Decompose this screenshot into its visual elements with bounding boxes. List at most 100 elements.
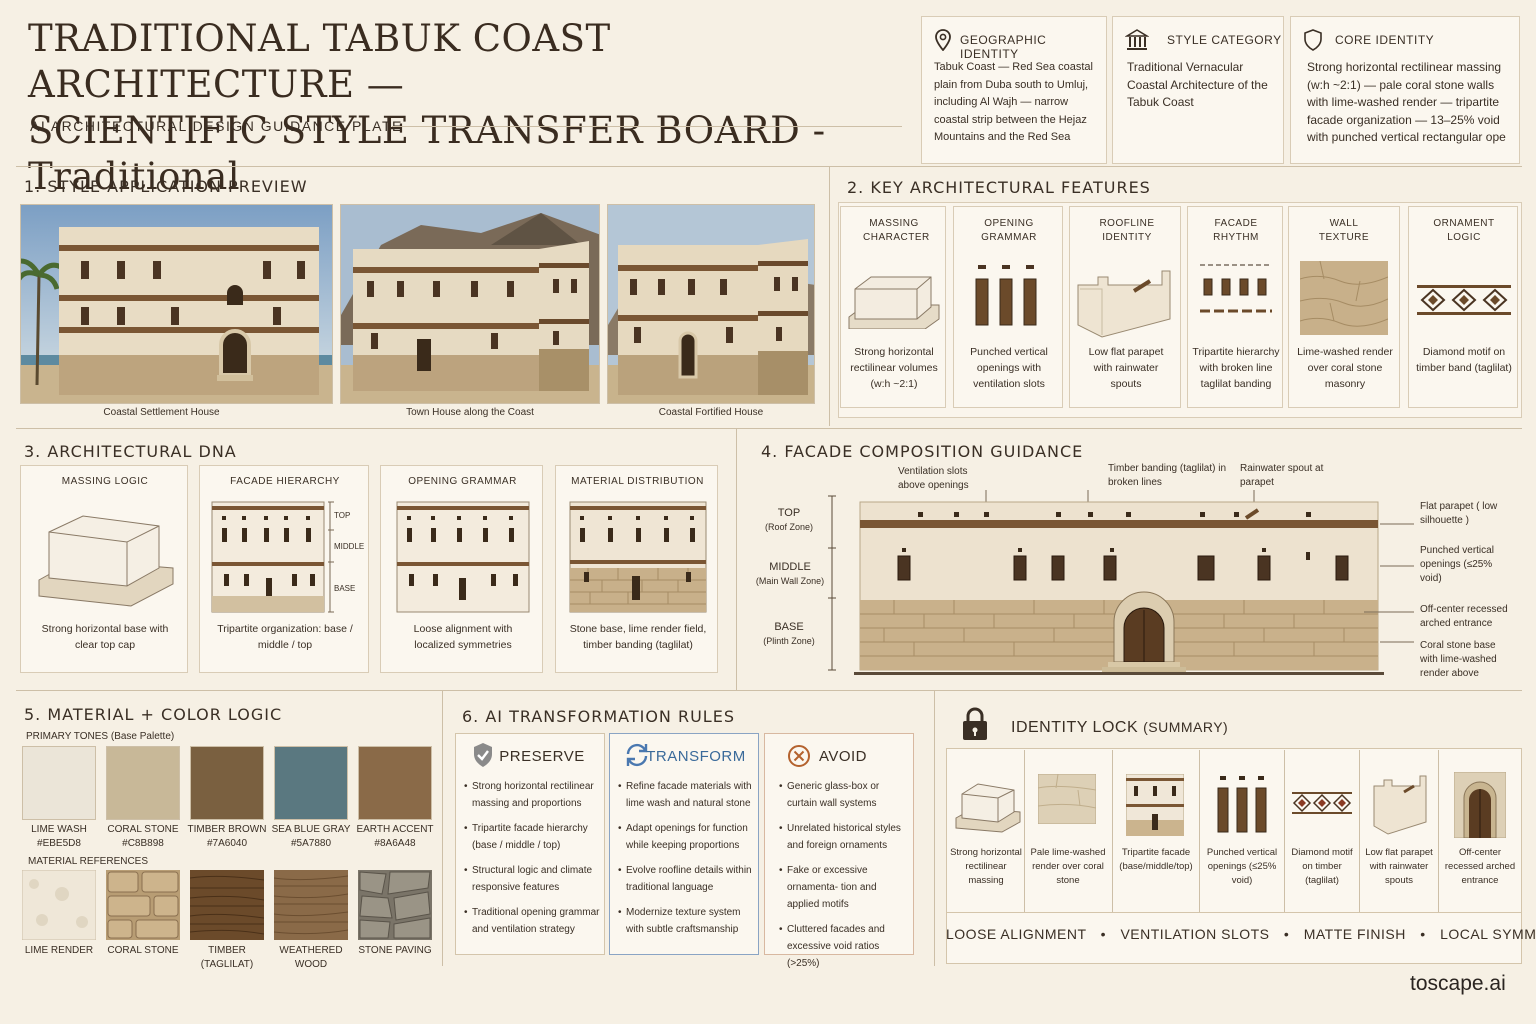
dna-title: OPENING GRAMMAR	[408, 476, 517, 487]
material-timber	[190, 870, 264, 940]
swatch-label: SEA BLUE GRAY#5A7880	[271, 824, 351, 849]
zone-sub: (Roof Zone)	[764, 522, 814, 532]
vertical-divider-top	[829, 166, 830, 426]
section-title-material-color: 5. MATERIAL + COLOR LOGIC	[24, 705, 283, 724]
identity-lock-title: IDENTITY LOCK (SUMMARY)	[1011, 719, 1228, 737]
rule-card-preserve: PRESERVE Strong horizontal rectilinear m…	[455, 733, 605, 955]
identity-tripartite-icon	[1126, 774, 1184, 836]
info-card-geographic: GEOGRAPHIC IDENTITY Tabuk Coast — Red Se…	[921, 16, 1107, 164]
texture-swatch-icon	[1300, 261, 1388, 335]
swatch-label: LIME WASH#EBE5D8	[31, 824, 87, 849]
rule-item: Traditional opening grammar and ventilat…	[464, 904, 602, 938]
zone-sub: (Plinth Zone)	[763, 636, 815, 646]
rule-card-avoid: AVOID Generic glass-box or curtain wall …	[764, 733, 914, 969]
material-elevation-icon	[569, 501, 707, 613]
dna-massing: MASSING LOGIC Strong horizontal base wit…	[20, 465, 188, 673]
preview-photo-coastal-settlement	[20, 204, 333, 404]
swatch-timber-brown	[190, 746, 264, 820]
building-render	[608, 205, 814, 403]
parapet-icon	[1077, 270, 1171, 338]
preview-photo-town-house	[340, 204, 600, 404]
material-coral-stone	[106, 870, 180, 940]
photo-caption: Coastal Settlement House	[103, 407, 220, 418]
info-card-style: STYLE CATEGORY Traditional Vernacular Co…	[1112, 16, 1284, 164]
info-card-title: GEOGRAPHIC IDENTITY	[960, 33, 1047, 61]
identity-sub: (SUMMARY)	[1143, 719, 1229, 735]
vertical-divider-bottom-2	[934, 690, 935, 966]
feature-title: ROOFLINE IDENTITY	[1099, 218, 1155, 243]
dna-title: FACADE HIERARCHY	[230, 476, 340, 487]
zone-base: BASE (Plinth Zone)	[756, 620, 822, 648]
material-lime-render	[22, 870, 96, 940]
map-pin-icon	[935, 29, 951, 51]
identity-item: Off-center recessed arched entrance	[1444, 847, 1516, 886]
openings-icon	[975, 265, 1037, 326]
material-label: WEATHERED WOOD	[279, 945, 343, 970]
zone-name: TOP	[777, 507, 801, 519]
brand-logo: toscape.ai	[1410, 972, 1506, 995]
rule-item: Cluttered facades and excessive void rat…	[779, 921, 911, 972]
opening-elevation-icon	[396, 501, 530, 613]
zone-name: BASE	[774, 621, 804, 633]
rule-item: Refine facade materials with lime wash a…	[618, 778, 756, 812]
zone-label-top: TOP	[334, 511, 351, 520]
cell-divider	[1359, 750, 1360, 912]
note-flat-parapet: Flat parapet ( low silhouette )	[1420, 501, 1498, 526]
material-references-label: MATERIAL REFERENCES	[28, 856, 149, 867]
swatch-earth-accent	[358, 746, 432, 820]
identity-diamond-icon	[1292, 792, 1352, 814]
cell-divider	[1112, 750, 1113, 912]
zone-label-middle: MIDDLE	[334, 542, 365, 551]
rule-title: PRESERVE	[499, 748, 585, 765]
keyword-row: LOOSE ALIGNMENT • VENTILATION SLOTS • MA…	[946, 926, 1536, 942]
identity-item: Tripartite facade (base/middle/top)	[1119, 847, 1193, 872]
title-line-2: SCIENTIFIC STYLE TRANSFER BOARD - Tradit…	[28, 109, 826, 198]
feature-massing: MASSING CHARACTER Strong horizontal rect…	[840, 206, 946, 408]
feature-facade-rhythm: FACADE RHYTHM Tripartite hierarchy with …	[1187, 206, 1283, 408]
rule-title: TRANSFORM	[646, 748, 746, 765]
feature-text: Strong horizontal rectilinear volumes (w…	[850, 346, 938, 390]
section-title-style-preview: 1. STYLE APPLICATION PREVIEW	[24, 177, 308, 196]
rule-item: Unrelated historical styles and foreign …	[779, 820, 911, 854]
shield-icon	[1304, 29, 1322, 51]
section-title-dna: 3. ARCHITECTURAL DNA	[24, 442, 237, 461]
feature-wall-texture: WALL TEXTURE Lime-washed render over cor…	[1288, 206, 1400, 408]
diamond-motif-icon	[1417, 285, 1511, 315]
identity-item: Low flat parapet with rainwater spouts	[1365, 847, 1433, 886]
feature-text: Tripartite hierarchy with broken line ta…	[1192, 346, 1280, 390]
identity-inner-divider	[946, 912, 1522, 913]
note-timber-banding: Timber banding (taglilat) in broken line…	[1108, 463, 1227, 488]
swatch-coral-stone	[106, 746, 180, 820]
rule-item: Structural logic and climate responsive …	[464, 862, 602, 896]
refresh-icon	[626, 743, 648, 767]
material-stone-paving	[358, 870, 432, 940]
feature-title: OPENING GRAMMAR	[981, 218, 1037, 243]
rule-item: Generic glass-box or curtain wall system…	[779, 778, 911, 812]
primary-tones-title: PRIMARY TONES	[26, 731, 109, 742]
identity-item: Pale lime-washed render over coral stone	[1030, 847, 1106, 886]
massing-block-icon	[848, 276, 940, 329]
note-coral-stone-base: Coral stone base with lime-washed render…	[1420, 640, 1497, 679]
building-render	[21, 205, 332, 403]
dna-text: Tripartite organization: base / middle /…	[217, 623, 353, 651]
cell-divider	[1199, 750, 1200, 912]
material-label: CORAL STONE	[107, 945, 179, 956]
columns-icon	[1125, 29, 1149, 50]
preview-photo-fortified-house	[607, 204, 815, 404]
cell-divider	[1024, 750, 1025, 912]
info-card-text: Strong horizontal rectilinear massing (w…	[1307, 60, 1506, 144]
vertical-divider-mid	[736, 428, 737, 690]
dna-title: MATERIAL DISTRIBUTION	[571, 476, 704, 487]
page-subtitle: AI ARCHITECTURAL DESIGN GUIDANCE PLATE	[30, 118, 403, 134]
info-card-title: CORE IDENTITY	[1335, 33, 1435, 47]
identity-openings-icon	[1217, 776, 1267, 833]
rule-card-transform: TRANSFORM Refine facade materials with l…	[609, 733, 759, 955]
keyword: VENTILATION SLOTS	[1120, 926, 1270, 942]
keyword: LOOSE ALIGNMENT	[946, 926, 1087, 942]
material-label: TIMBER (TAGLILAT)	[200, 945, 254, 970]
identity-parapet-icon	[1373, 775, 1427, 835]
feature-title: MASSING CHARACTER	[863, 218, 930, 243]
info-card-title: STYLE CATEGORY	[1167, 33, 1282, 47]
vertical-divider-bottom-1	[442, 690, 443, 966]
title-line-1: TRADITIONAL TABUK COAST ARCHITECTURE —	[28, 17, 611, 106]
